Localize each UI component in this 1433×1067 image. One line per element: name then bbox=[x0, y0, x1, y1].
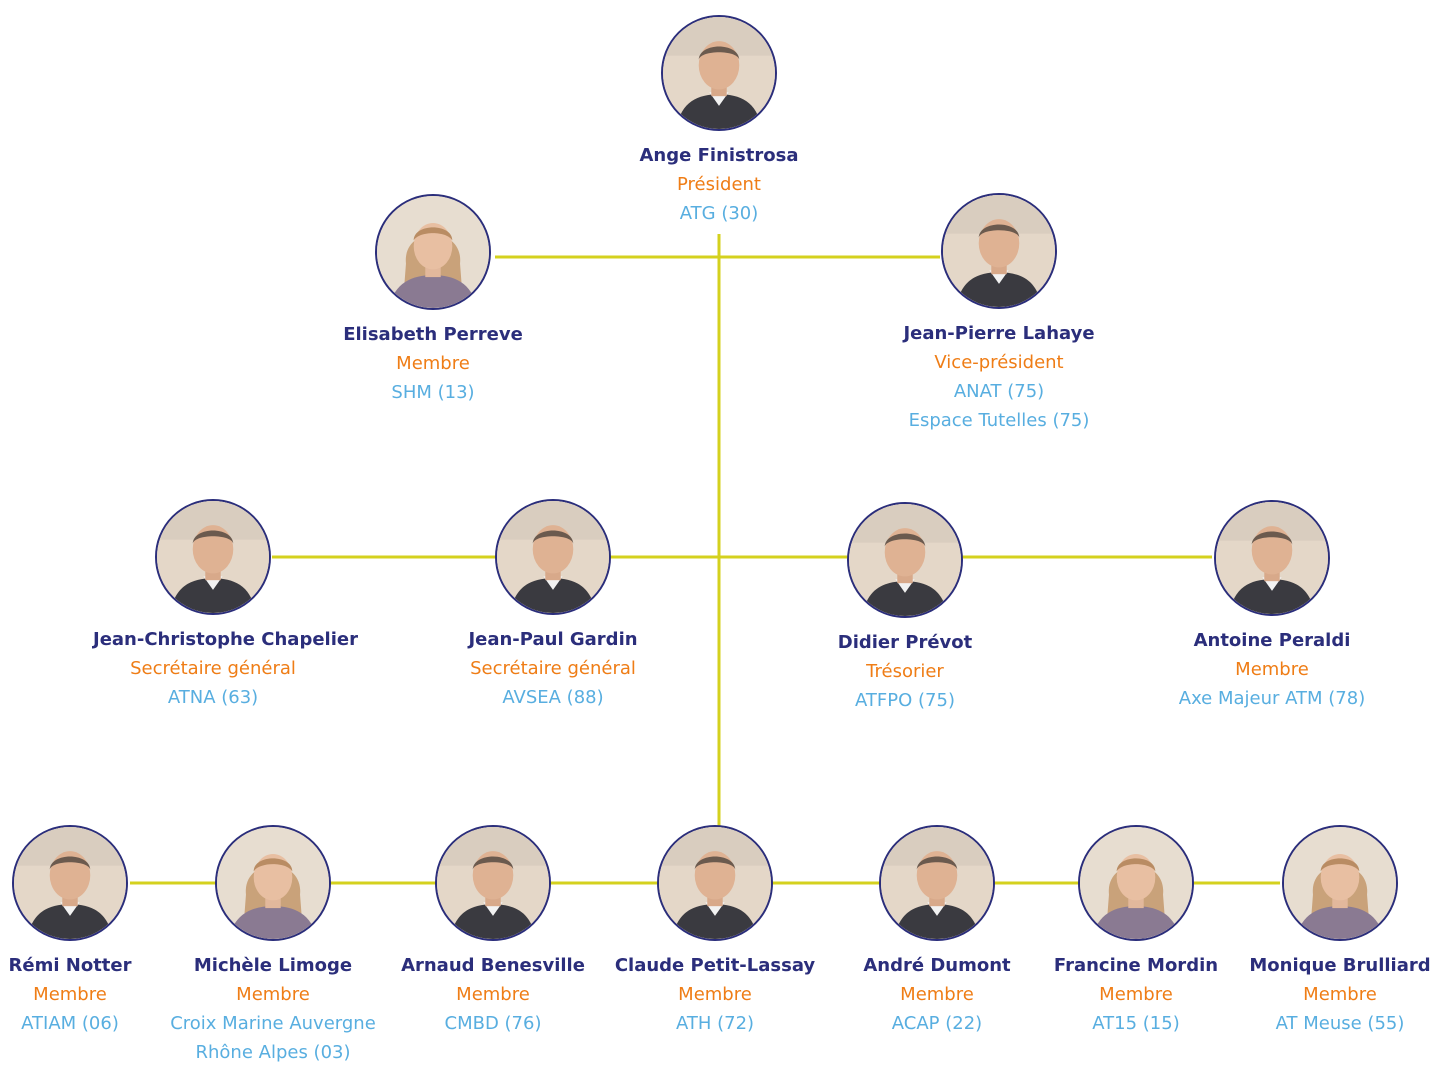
member-card: Jean-Pierre Lahaye Vice-président ANAT (… bbox=[879, 193, 1119, 435]
avatar bbox=[435, 825, 551, 941]
member-role: Président bbox=[677, 174, 761, 195]
member-card: Jean-Paul Gardin Secrétaire général AVSE… bbox=[433, 499, 673, 712]
avatar bbox=[215, 825, 331, 941]
member-card: Jean-Christophe Chapelier Secrétaire gén… bbox=[93, 499, 358, 712]
member-name: Claude Petit-Lassay bbox=[614, 955, 816, 976]
member-organization: ATIAM (06) bbox=[21, 1013, 119, 1034]
member-name: Antoine Peraldi bbox=[1193, 630, 1351, 651]
member-name: Elisabeth Perreve bbox=[343, 324, 523, 345]
member-role: Membre bbox=[396, 353, 470, 374]
member-role: Membre bbox=[33, 984, 107, 1005]
member-card: Francine Mordin Membre AT15 (15) bbox=[1016, 825, 1256, 1038]
member-card: Arnaud Benesville Membre CMBD (76) bbox=[373, 825, 613, 1038]
member-name: Jean-Pierre Lahaye bbox=[903, 323, 1095, 344]
member-name: Jean-Christophe Chapelier bbox=[93, 629, 358, 650]
member-name: Didier Prévot bbox=[837, 632, 973, 653]
avatar bbox=[661, 15, 777, 131]
member-organization: CMBD (76) bbox=[444, 1013, 542, 1034]
member-card: André Dumont Membre ACAP (22) bbox=[817, 825, 1057, 1038]
member-name: Jean-Paul Gardin bbox=[468, 629, 638, 650]
avatar bbox=[1078, 825, 1194, 941]
member-card: Antoine Peraldi Membre Axe Majeur ATM (7… bbox=[1152, 500, 1392, 713]
member-card: Rémi Notter Membre ATIAM (06) bbox=[0, 825, 190, 1038]
member-name: Rémi Notter bbox=[8, 955, 132, 976]
member-name: Ange Finistrosa bbox=[639, 145, 799, 166]
avatar bbox=[941, 193, 1057, 309]
member-role: Secrétaire général bbox=[470, 658, 636, 679]
member-role: Membre bbox=[456, 984, 530, 1005]
member-card: Michèle Limoge Membre Croix Marine Auver… bbox=[153, 825, 393, 1067]
member-role: Secrétaire général bbox=[130, 658, 296, 679]
member-role: Membre bbox=[678, 984, 752, 1005]
member-role: Membre bbox=[900, 984, 974, 1005]
member-role: Membre bbox=[236, 984, 310, 1005]
avatar bbox=[657, 825, 773, 941]
member-organization: AT Meuse (55) bbox=[1275, 1013, 1405, 1034]
member-organization: Axe Majeur ATM (78) bbox=[1178, 688, 1366, 709]
avatar bbox=[847, 502, 963, 618]
member-organization: ATH (72) bbox=[675, 1013, 755, 1034]
member-organization: AVSEA (88) bbox=[502, 687, 604, 708]
member-name: Michèle Limoge bbox=[193, 955, 353, 976]
member-role: Trésorier bbox=[866, 661, 944, 682]
member-role: Membre bbox=[1235, 659, 1309, 680]
member-role: Membre bbox=[1099, 984, 1173, 1005]
avatar bbox=[495, 499, 611, 615]
member-role: Vice-président bbox=[934, 352, 1064, 373]
member-card: Monique Brulliard Membre AT Meuse (55) bbox=[1220, 825, 1433, 1038]
member-organization: AT15 (15) bbox=[1092, 1013, 1180, 1034]
member-card: Elisabeth Perreve Membre SHM (13) bbox=[313, 194, 553, 407]
avatar bbox=[12, 825, 128, 941]
member-card: Didier Prévot Trésorier ATFPO (75) bbox=[785, 502, 1025, 715]
member-organization: SHM (13) bbox=[391, 382, 475, 403]
member-card: Ange Finistrosa Président ATG (30) bbox=[599, 15, 839, 228]
avatar bbox=[155, 499, 271, 615]
avatar bbox=[375, 194, 491, 310]
member-card: Claude Petit-Lassay Membre ATH (72) bbox=[595, 825, 835, 1038]
member-organization: ATNA (63) bbox=[167, 687, 259, 708]
member-name: Francine Mordin bbox=[1053, 955, 1219, 976]
member-name: Arnaud Benesville bbox=[401, 955, 585, 976]
member-organization: Rhône Alpes (03) bbox=[195, 1042, 351, 1063]
avatar bbox=[1282, 825, 1398, 941]
avatar bbox=[1214, 500, 1330, 616]
member-organization: Croix Marine Auvergne bbox=[170, 1013, 376, 1034]
member-organization: Espace Tutelles (75) bbox=[908, 410, 1090, 431]
avatar bbox=[879, 825, 995, 941]
member-organization: ACAP (22) bbox=[891, 1013, 983, 1034]
member-name: Monique Brulliard bbox=[1249, 955, 1431, 976]
member-role: Membre bbox=[1303, 984, 1377, 1005]
member-organization: ATG (30) bbox=[679, 203, 759, 224]
member-name: André Dumont bbox=[863, 955, 1011, 976]
member-organization: ANAT (75) bbox=[953, 381, 1045, 402]
member-organization: ATFPO (75) bbox=[855, 690, 955, 711]
